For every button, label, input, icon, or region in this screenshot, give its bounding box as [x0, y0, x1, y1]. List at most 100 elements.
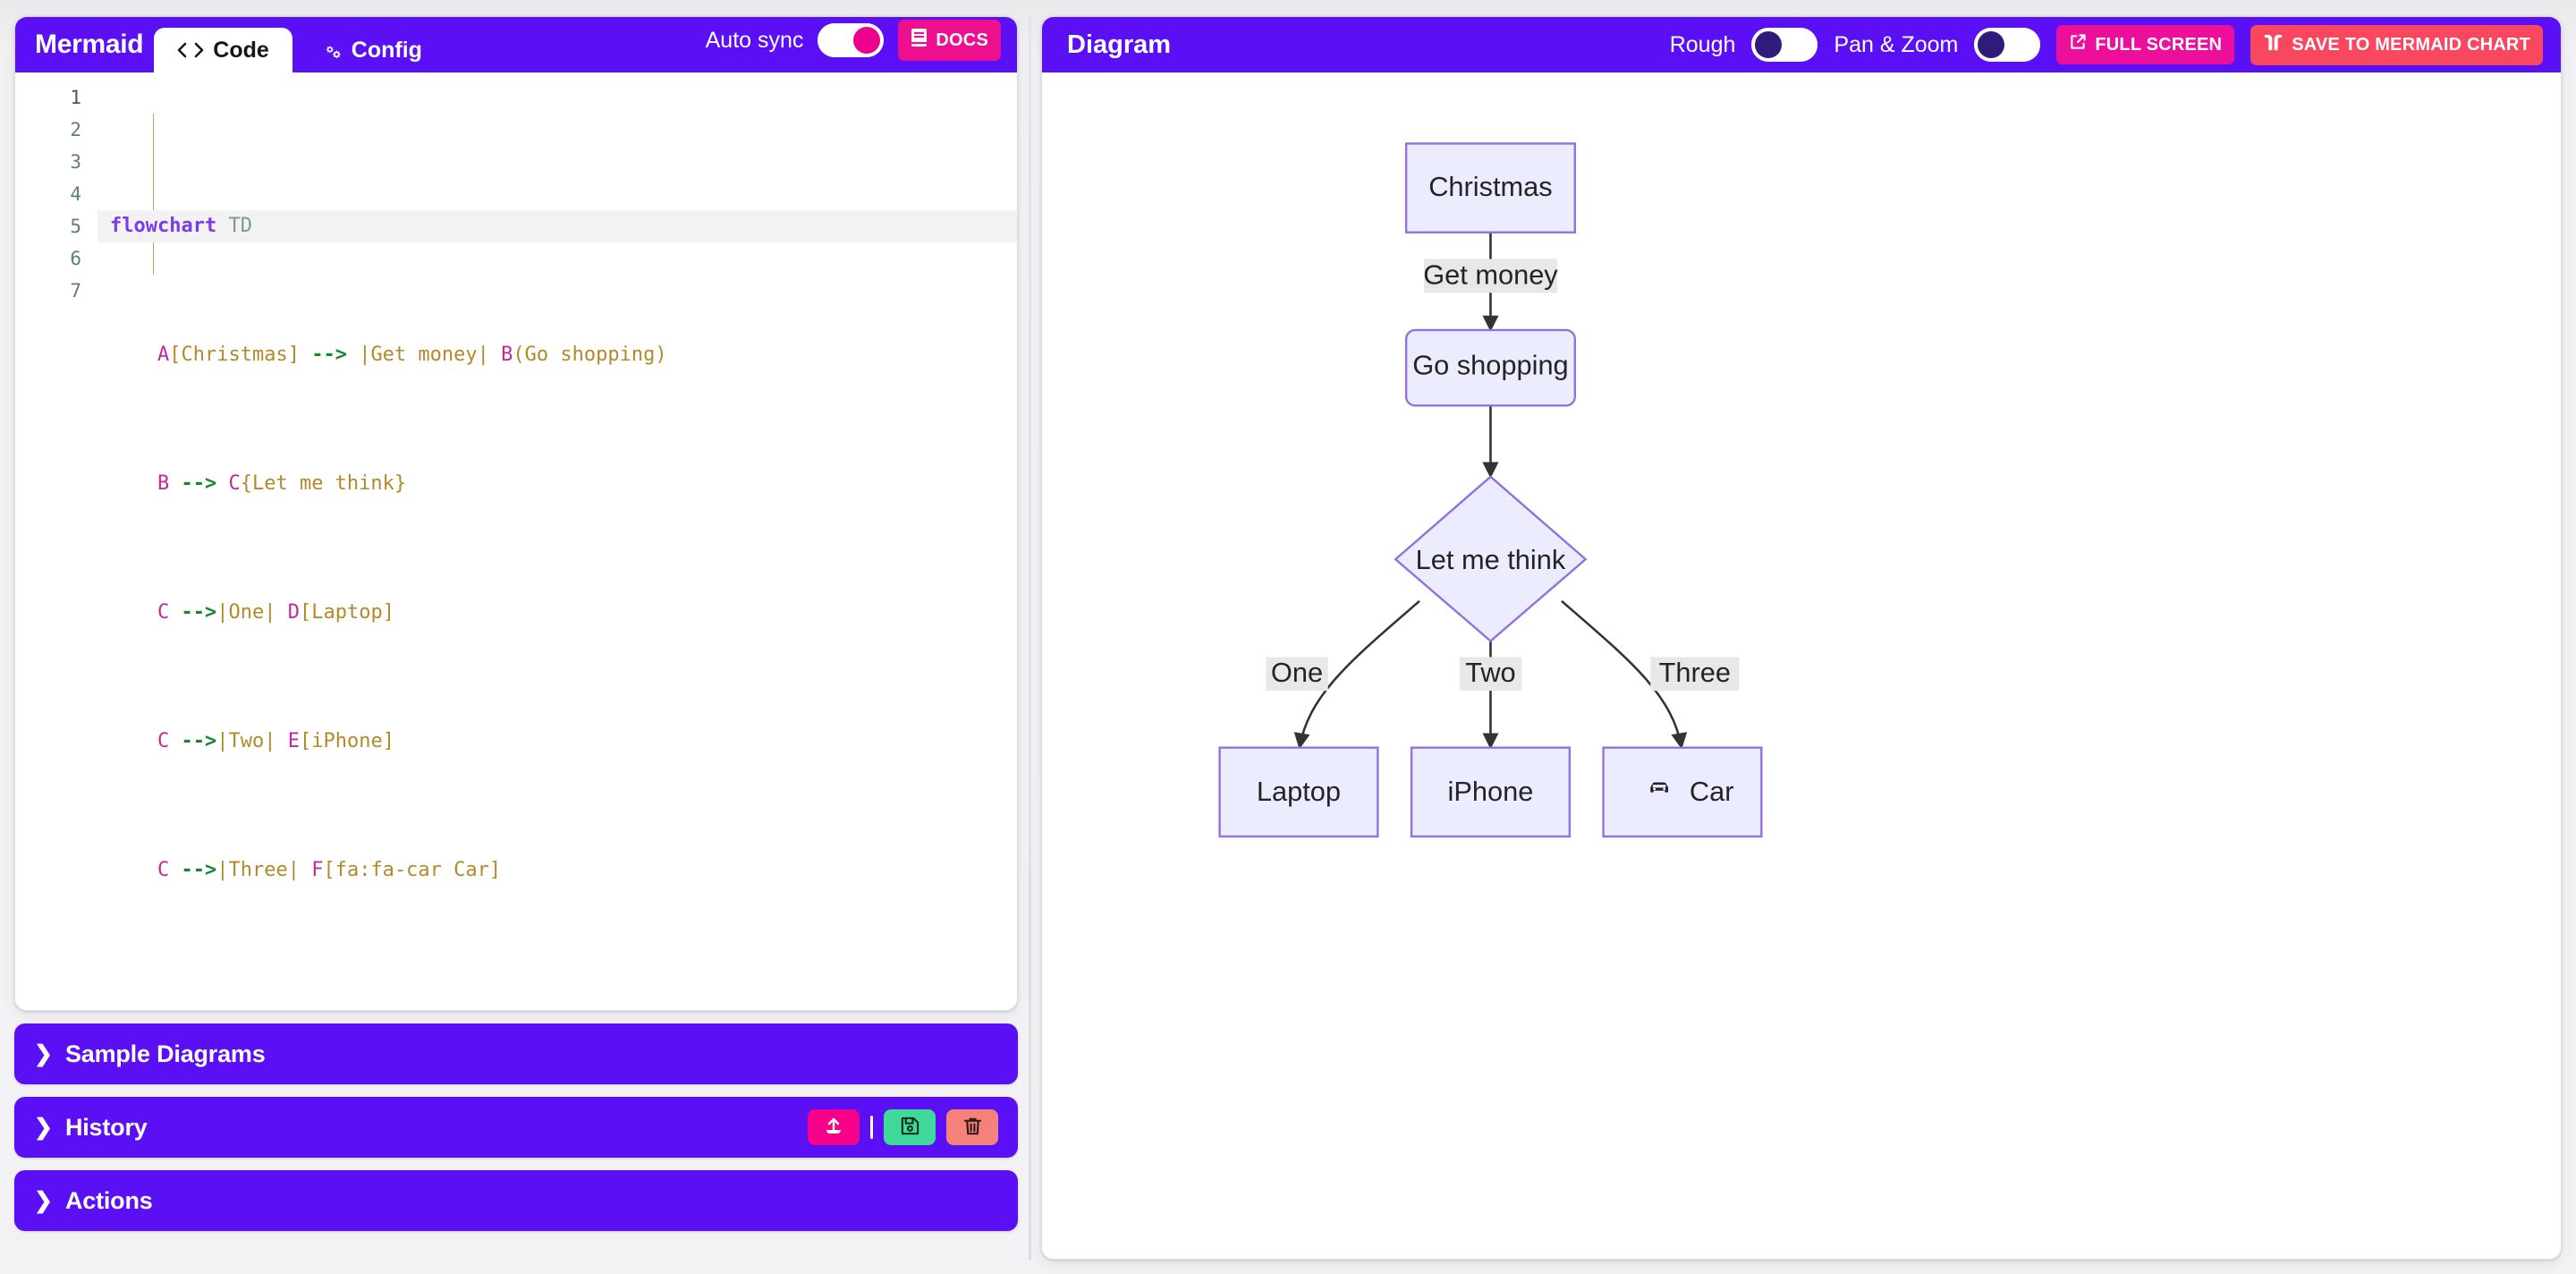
accordion-title: Actions [64, 1186, 153, 1214]
tab-code[interactable]: Code [154, 28, 292, 72]
token-bracket: ( [513, 344, 525, 366]
diagram-header-actions: Rough Pan & Zoom FULL SCREEN [1669, 24, 2543, 65]
panel-resize-handle[interactable] [1018, 16, 1041, 1260]
diagram-panel: Diagram Rough Pan & Zoom FULL SCREEN [1041, 16, 2562, 1260]
car-icon [1650, 782, 1669, 793]
node-iphone[interactable]: iPhone [1410, 746, 1572, 838]
toggle-knob [853, 27, 881, 54]
edge-label-text: Get money [1423, 259, 1558, 290]
action-separator [870, 1116, 873, 1139]
accordion-sample-diagrams[interactable]: ❯ Sample Diagrams [14, 1023, 1018, 1084]
token-arrow: --> [299, 344, 360, 366]
tab-config-label: Config [351, 37, 422, 63]
editor-tabs: Code [154, 17, 445, 72]
diagram-header: Diagram Rough Pan & Zoom FULL SCREEN [1042, 17, 2561, 72]
code-line-1[interactable]: flowchart TD [97, 210, 1017, 242]
code-line-7[interactable] [97, 983, 1017, 1010]
delete-button[interactable] [946, 1109, 998, 1145]
accordion-title: Sample Diagrams [64, 1040, 266, 1067]
book-icon [911, 28, 928, 53]
edge-label-text: Two [1465, 657, 1515, 688]
code-line-2[interactable]: A[Christmas] --> |Get money| B(Go shoppi… [97, 339, 1017, 371]
token-bracket: [ [323, 859, 335, 881]
rough-toggle[interactable] [1751, 28, 1818, 62]
token-edge-label: Get money [370, 344, 478, 366]
docs-button[interactable]: DOCS [898, 20, 1001, 61]
node-christmas[interactable]: Christmas [1404, 142, 1576, 234]
toggle-knob [1755, 31, 1783, 58]
token-bracket: } [394, 472, 407, 495]
toggle-knob [1978, 31, 2005, 58]
node-go-shopping[interactable]: Go shopping [1404, 328, 1576, 407]
save-to-mermaid-chart-label: SAVE TO MERMAID CHART [2292, 34, 2530, 55]
edge-label-get-money: Get money [1423, 259, 1558, 293]
node-let-me-think[interactable]: Let me think [1394, 475, 1588, 643]
token-pipe: | [264, 730, 288, 752]
token-keyword: flowchart [110, 215, 217, 237]
history-actions [808, 1109, 998, 1145]
line-number: 6 [70, 248, 81, 269]
editor-header: Mermaid Code [15, 17, 1017, 72]
code-line-4[interactable]: C -->|One| D[Laptop] [97, 597, 1017, 629]
token-pipe: | [264, 601, 288, 624]
code-editor[interactable]: 1 2 3 4 5 6 7 flowchart TD A[Christmas] … [15, 72, 1017, 1010]
tab-code-label: Code [213, 37, 269, 63]
docs-button-label: DOCS [936, 30, 988, 50]
code-icon [177, 40, 204, 60]
trash-icon [962, 1116, 983, 1139]
node-laptop[interactable]: Laptop [1218, 746, 1379, 838]
token-bracket: { [240, 472, 252, 495]
pan-zoom-toggle[interactable] [1974, 28, 2041, 62]
token-bracket: [ [169, 344, 182, 366]
token-bracket: ] [382, 730, 394, 752]
token-edge-label: Two [228, 730, 265, 752]
token-direction: TD [228, 215, 252, 237]
code-line-6[interactable]: C -->|Three| F[fa:fa-car Car] [97, 854, 1017, 887]
upload-icon [823, 1116, 844, 1140]
token-pipe: | [216, 730, 229, 752]
indent [110, 859, 157, 881]
edge-label-one: One [1266, 657, 1328, 692]
editor-card: Mermaid Code [14, 16, 1018, 1011]
token-node-id: C [157, 859, 170, 881]
node-car[interactable]: Car [1602, 746, 1763, 838]
token-node-id: B [501, 344, 513, 366]
save-history-button[interactable] [884, 1109, 936, 1145]
floppy-disk-icon [900, 1116, 920, 1139]
save-to-mermaid-chart-button[interactable]: SAVE TO MERMAID CHART [2250, 24, 2543, 65]
chevron-right-icon: ❯ [34, 1114, 53, 1140]
token-pipe: | [287, 859, 312, 881]
resize-grip [1028, 16, 1031, 1260]
diagram-canvas[interactable]: Get money One Two Three Christmas [1042, 72, 2561, 1259]
token-node-id: C [157, 601, 170, 624]
code-line-5[interactable]: C -->|Two| E[iPhone] [97, 726, 1017, 758]
indent-guide [153, 114, 154, 275]
auto-sync-toggle[interactable] [818, 23, 885, 57]
accordion-title: History [64, 1113, 148, 1141]
upload-button[interactable] [808, 1109, 860, 1145]
token-bracket: [ [299, 730, 312, 752]
node-label: Car [1690, 776, 1734, 807]
editor-panel: Mermaid Code [14, 16, 1018, 1260]
line-number: 5 [70, 216, 81, 237]
token-pipe: | [359, 344, 371, 366]
tab-config[interactable]: Config [292, 28, 445, 72]
token-node-text: iPhone [311, 730, 383, 752]
code-line-3[interactable]: B --> C{Let me think} [97, 468, 1017, 500]
full-screen-button[interactable]: FULL SCREEN [2056, 25, 2235, 64]
edge-label-text: One [1271, 657, 1323, 688]
token-bracket: ] [287, 344, 300, 366]
diagram-panel-title: Diagram [1067, 30, 1172, 59]
accordion-actions[interactable]: ❯ Actions [14, 1170, 1018, 1231]
indent [110, 344, 157, 366]
token-arrow: --> [169, 730, 217, 752]
line-number-gutter: 1 2 3 4 5 6 7 [15, 72, 97, 1010]
code-text-area[interactable]: flowchart TD A[Christmas] --> |Get money… [97, 72, 1017, 1010]
chevron-right-icon: ❯ [34, 1187, 53, 1213]
token-node-id: C [157, 730, 170, 752]
rough-label: Rough [1669, 31, 1736, 57]
accordion-history[interactable]: ❯ History [14, 1097, 1018, 1158]
line-number: 1 [70, 87, 81, 108]
token-arrow: --> [169, 859, 217, 881]
